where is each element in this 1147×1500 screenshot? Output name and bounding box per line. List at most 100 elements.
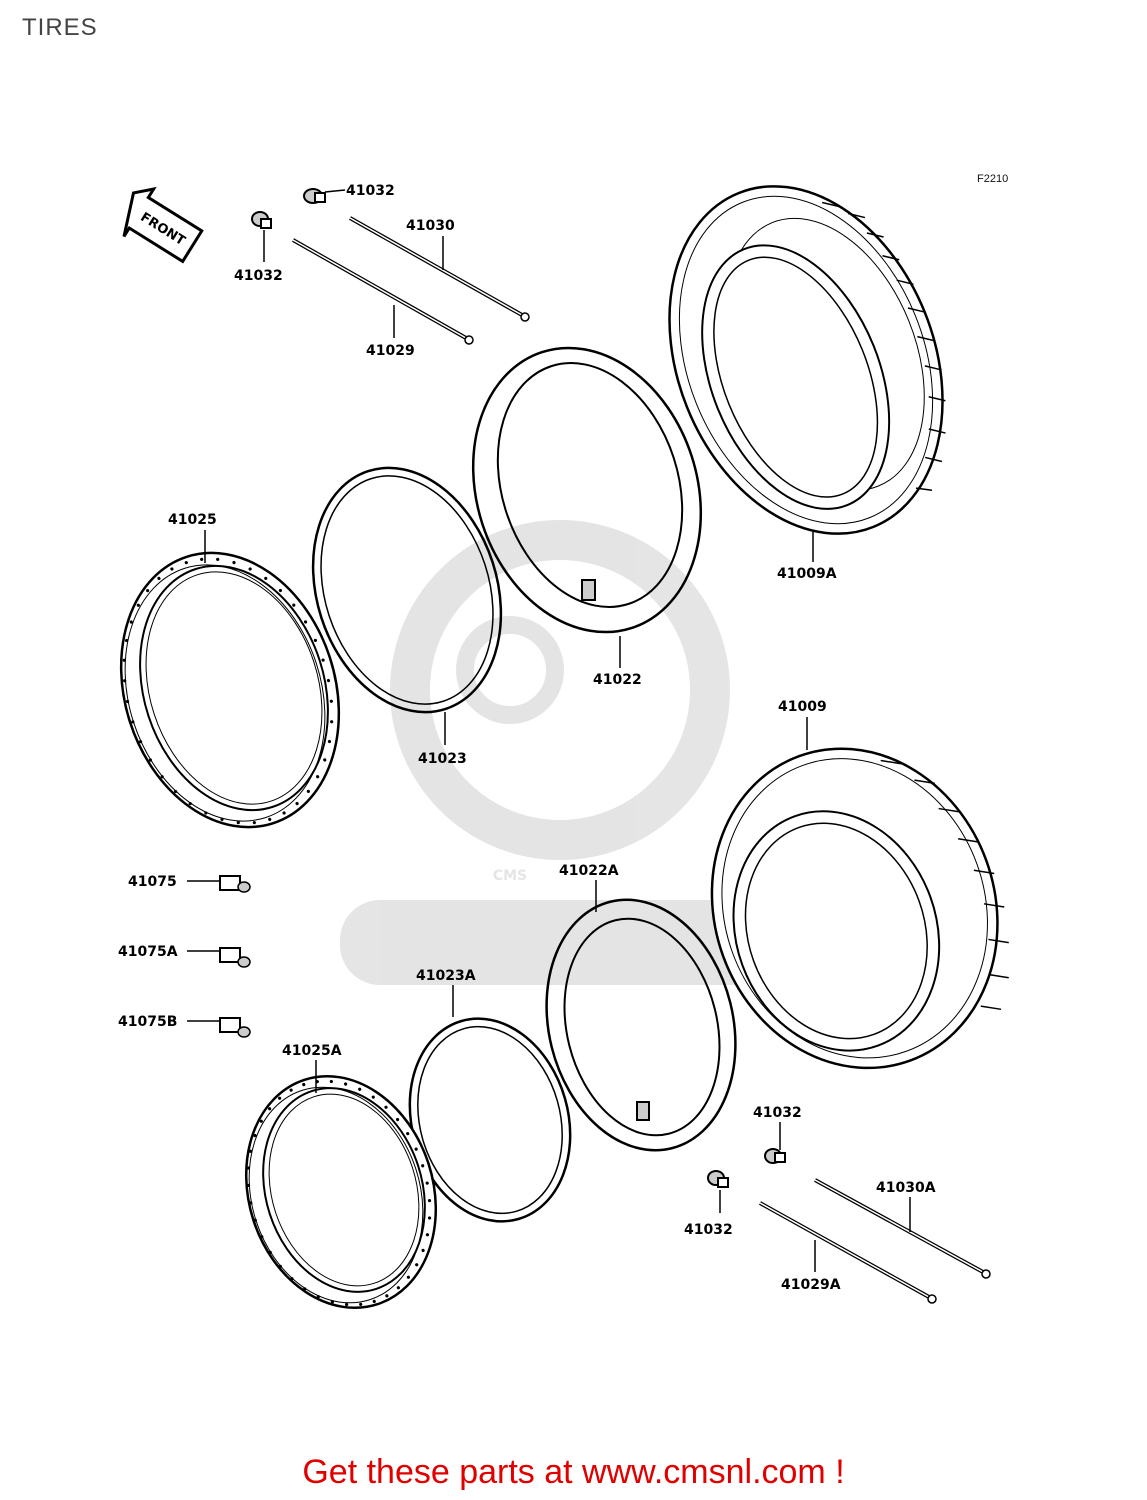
spoke-hole-icon [292, 603, 296, 607]
spoke-hole-icon [303, 620, 308, 624]
spoke-hole-icon [289, 1088, 293, 1092]
spoke-hole-icon [290, 1277, 294, 1281]
spoke-hole-icon [329, 1079, 333, 1084]
callout-spoke-inner-rear: 41029A [781, 1277, 841, 1293]
spoke-hole-icon [129, 620, 133, 624]
spoke-hole-icon [425, 1233, 430, 1237]
valve-cap-icon [251, 211, 272, 229]
spoke-hole-icon [330, 1300, 334, 1304]
spoke-hole-icon [146, 589, 150, 593]
rear-rim-spoke-holes [246, 1079, 432, 1307]
spoke-hole-icon [414, 1147, 418, 1151]
spoke-icon [759, 1201, 937, 1304]
spoke-hole-icon [246, 1183, 251, 1187]
callout-spoke-outer-front: 41030 [406, 218, 455, 234]
callout-spoke-inner-front: 41029 [366, 343, 415, 359]
spoke-hole-icon [232, 560, 236, 565]
callout-valve-cap-bottom-lower: 41032 [684, 1222, 733, 1238]
watermark: CMS WWW.CMSNL.COM [340, 520, 810, 985]
callout-tube-front: 41022 [593, 672, 642, 688]
spoke-hole-icon [425, 1181, 429, 1185]
callout-tire-front: 41009A [777, 566, 837, 582]
front-rim-spoke-holes [122, 557, 334, 825]
spoke-hole-icon [220, 817, 224, 822]
spoke-hole-icon [249, 1201, 253, 1205]
spoke-hole-icon [157, 576, 161, 581]
spoke-hole-icon [329, 699, 333, 703]
spoke-hole-icon [246, 1166, 251, 1170]
valve-cap-icon [764, 1148, 786, 1164]
spoke-hole-icon [295, 801, 299, 806]
spoke-hole-icon [421, 1164, 425, 1168]
callout-rim-band-rear: 41023A [416, 968, 476, 984]
spoke-hole-icon [278, 588, 283, 593]
spoke-hole-icon [248, 1149, 253, 1153]
callout-valve-cap-bottom-upper: 41032 [753, 1105, 802, 1121]
spoke-hole-icon [406, 1275, 410, 1279]
page-title: TIRES [22, 14, 98, 41]
spoke-hole-icon [385, 1294, 389, 1298]
spoke-hole-icon [321, 658, 325, 662]
callout-tube-rear: 41022A [559, 863, 619, 879]
spoke-hole-icon [160, 775, 164, 779]
spoke-hole-icon [345, 1302, 349, 1307]
callout-tire-rear: 41009 [778, 699, 827, 715]
spoke-hole-icon [148, 758, 153, 762]
spoke-hole-icon [372, 1299, 376, 1304]
valve-cap-icon [707, 1170, 729, 1188]
spoke-hole-icon [415, 1263, 419, 1267]
spoke-hole-icon [131, 720, 135, 724]
front-rim-band [311, 466, 503, 714]
front-arrow-icon: FRONT [122, 186, 204, 264]
spoke-hole-icon [268, 1107, 272, 1111]
spoke-hole-icon [316, 1295, 320, 1299]
spoke-hole-icon [278, 1264, 283, 1269]
front-rim [119, 551, 341, 829]
balancer-weight-icon [219, 1017, 251, 1038]
rear-rim [244, 1074, 438, 1310]
spoke-hole-icon [122, 658, 126, 662]
spoke-hole-icon [216, 557, 220, 561]
callout-rim-rear: 41025A [282, 1043, 342, 1059]
spoke-hole-icon [204, 811, 208, 815]
spoke-hole-icon [188, 802, 192, 806]
spoke-hole-icon [315, 1080, 319, 1084]
spoke-hole-icon [124, 638, 129, 643]
spoke-hole-icon [184, 561, 188, 565]
spoke-icon [814, 1178, 991, 1279]
spoke-hole-icon [303, 1287, 307, 1291]
spoke-hole-icon [371, 1095, 375, 1099]
spoke-hole-icon [327, 739, 332, 744]
spoke-hole-icon [138, 740, 143, 744]
spoke-hole-icon [253, 1218, 257, 1222]
callout-spoke-outer-rear: 41030A [876, 1180, 936, 1196]
spoke-icon [292, 238, 474, 345]
spoke-hole-icon [330, 720, 334, 724]
spoke-hole-icon [252, 821, 256, 825]
spoke-hole-icon [200, 557, 204, 561]
callout-balancer-2: 41075A [118, 944, 178, 960]
spoke-hole-icon [236, 821, 240, 825]
spoke-hole-icon [248, 567, 252, 571]
figure-code: F2210 [977, 173, 1009, 185]
spoke-hole-icon [421, 1248, 425, 1253]
spoke-hole-icon [316, 775, 320, 779]
footer-link[interactable]: Get these parts at www.cmsnl.com ! [302, 1453, 845, 1491]
spoke-hole-icon [173, 789, 178, 794]
spoke-hole-icon [268, 1250, 272, 1254]
spoke-hole-icon [278, 1096, 282, 1100]
spoke-hole-icon [260, 1235, 264, 1239]
watermark-logo-text: CMS [493, 868, 527, 884]
rear-tire [710, 747, 1009, 1070]
spoke-hole-icon [358, 1087, 362, 1091]
balancer-weight-icon [219, 875, 251, 893]
spoke-hole-icon [306, 789, 310, 793]
spoke-hole-icon [406, 1132, 410, 1136]
callout-valve-cap-top-right: 41032 [346, 183, 395, 199]
spoke-hole-icon [359, 1302, 363, 1306]
spoke-hole-icon [136, 603, 140, 607]
front-tire [668, 185, 946, 535]
spoke-hole-icon [344, 1082, 348, 1086]
spoke-hole-icon [396, 1286, 400, 1290]
